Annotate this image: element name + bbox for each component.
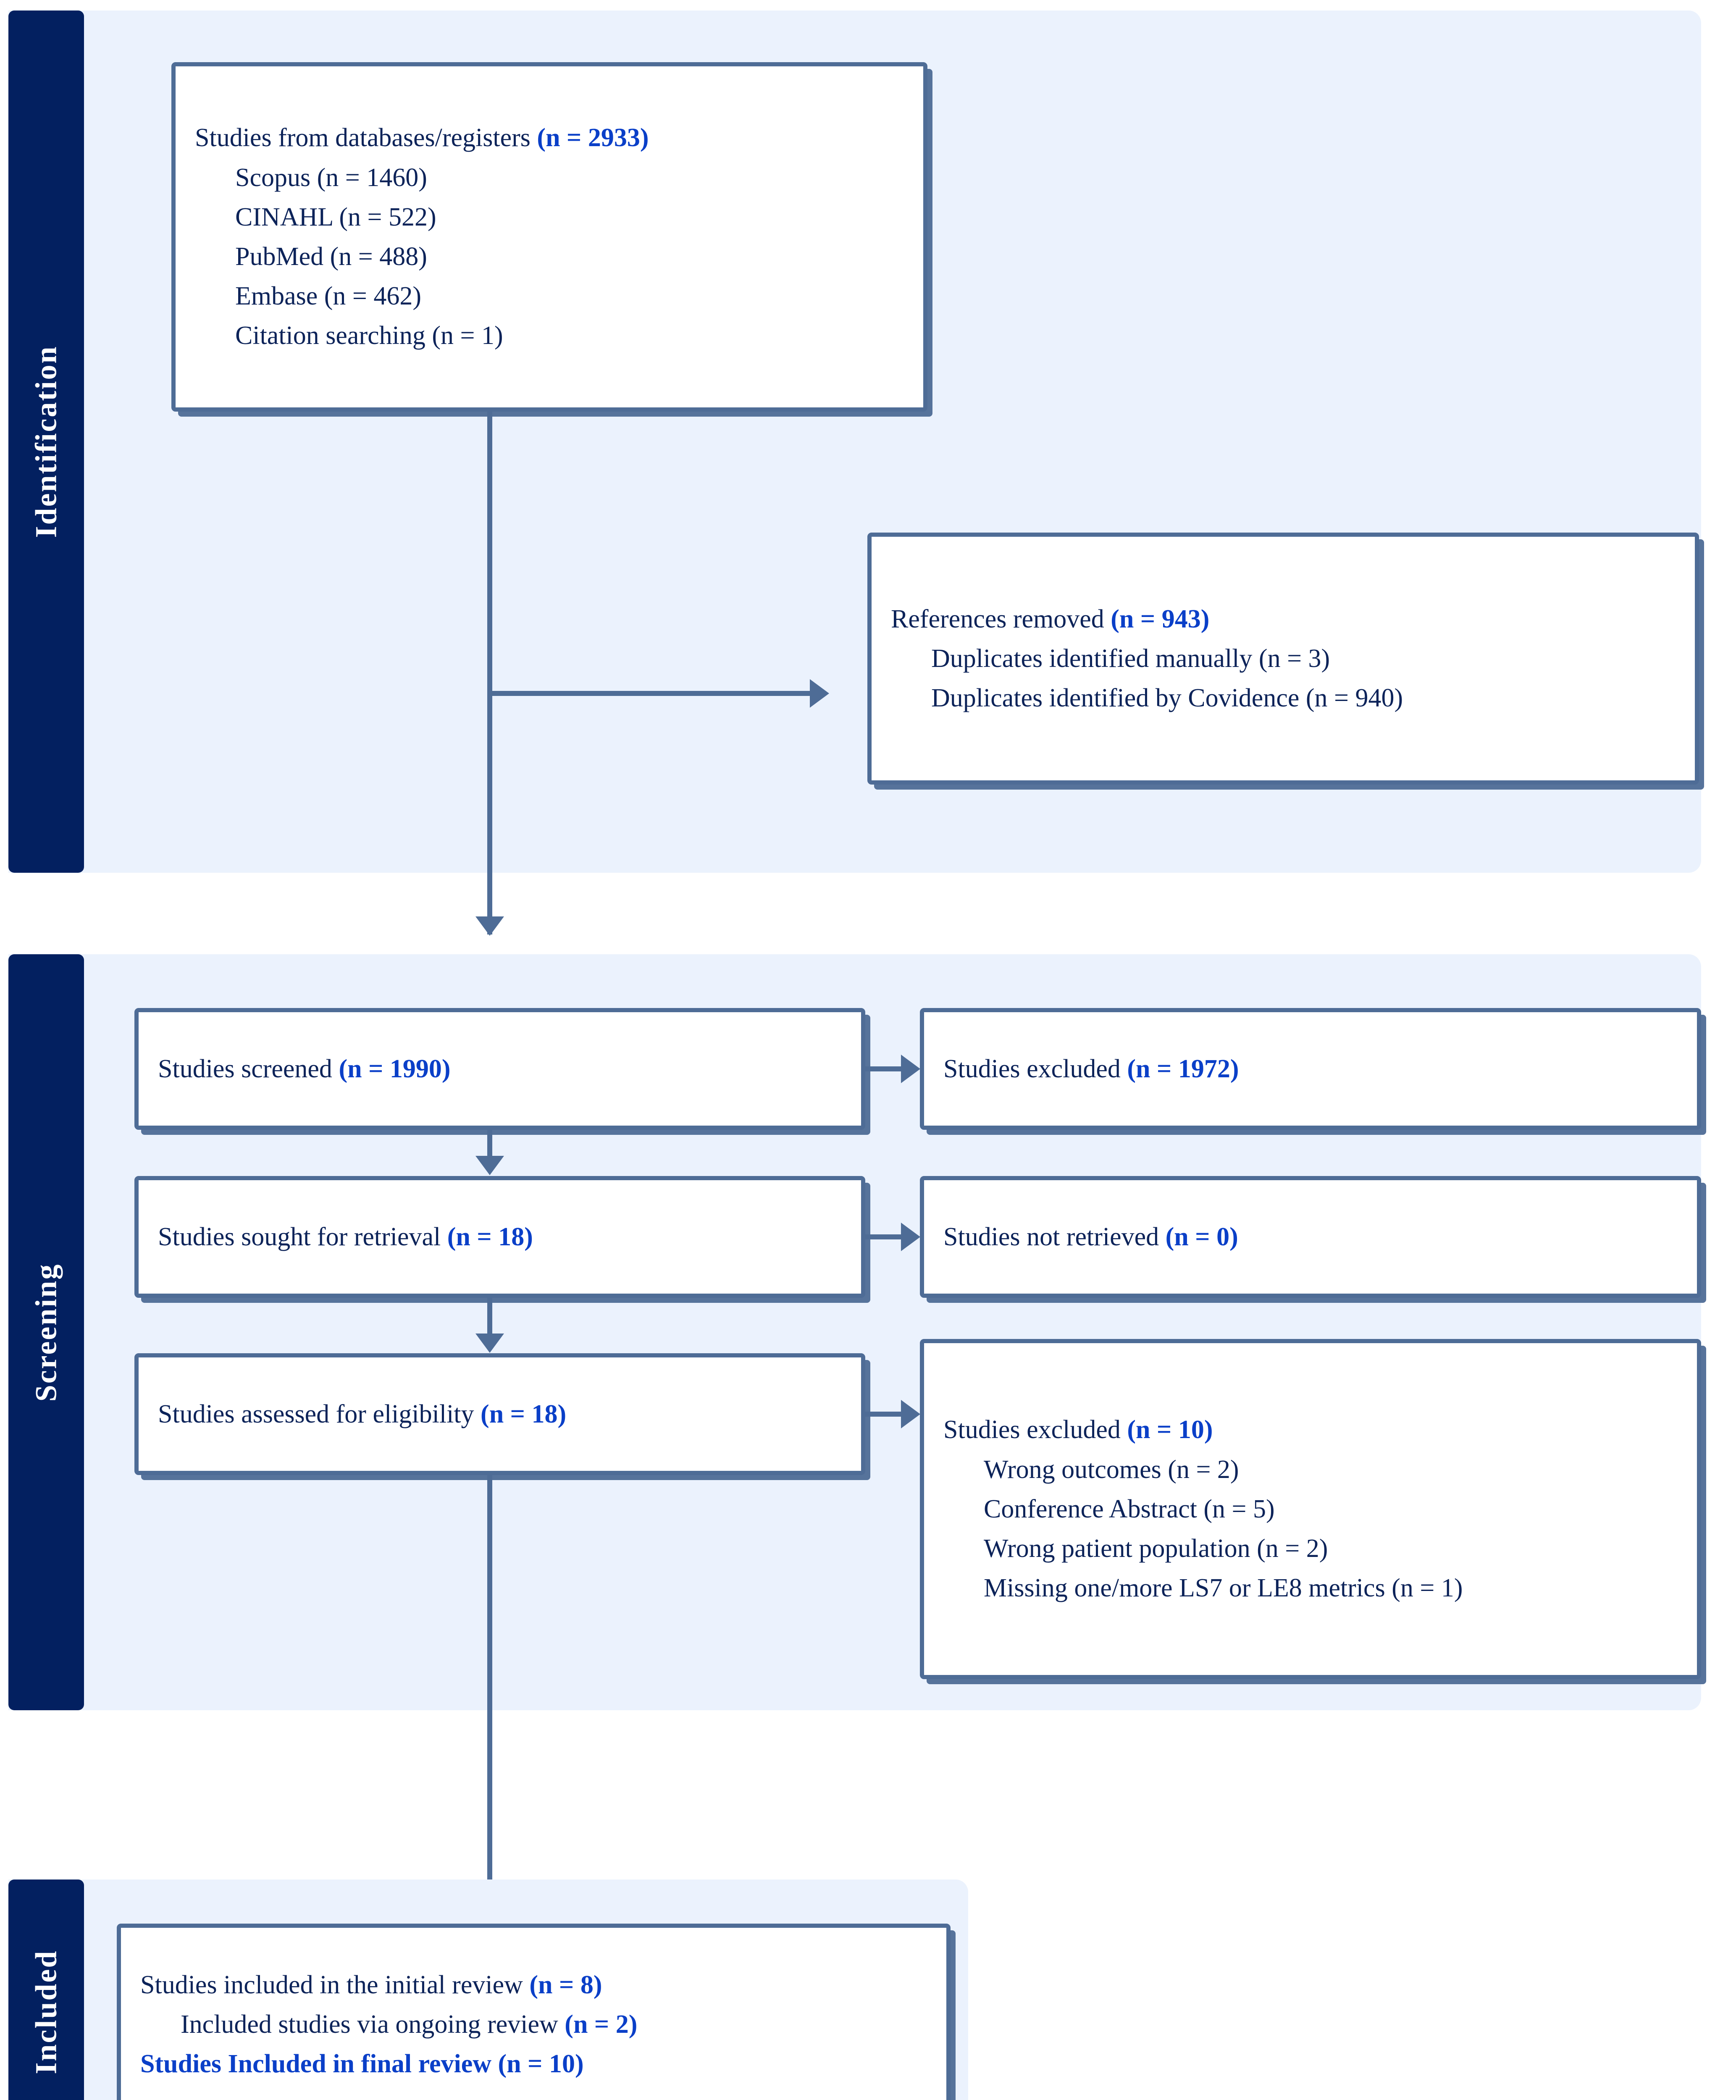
node-databases-title-count: (n = 2933) — [537, 123, 649, 152]
node-references-removed-item-covidence: Duplicates identified by Covidence (n = … — [931, 684, 1403, 713]
connector-assessed-excluded-arrowhead — [901, 1400, 920, 1428]
node-databases-item-embase: Embase (n = 462) — [235, 282, 422, 311]
node-references-removed-title-count: (n = 943) — [1111, 604, 1210, 633]
node-studies-excluded-screening-title: Studies excluded (n = 1972) — [943, 1049, 1678, 1089]
node-studies-excluded-eligibility-count: (n = 10) — [1127, 1415, 1213, 1444]
connector-sought-notretrieved-arrowhead — [901, 1223, 920, 1251]
connector-databases-vertical — [487, 412, 492, 934]
connector-references-removed-horizontal — [487, 691, 811, 696]
node-studies-screened-text: Studies screened — [158, 1054, 339, 1083]
node-studies-excluded-screening-text: Studies excluded — [943, 1054, 1127, 1083]
node-assessed-eligibility: Studies assessed for eligibility (n = 18… — [134, 1353, 865, 1475]
node-references-removed-title: References removed (n = 943) — [891, 599, 1676, 639]
node-studies-excluded-eligibility: Studies excluded (n = 10) Wrong outcomes… — [920, 1339, 1701, 1679]
connector-screened-excluded-arrowhead — [901, 1055, 920, 1083]
node-assessed-eligibility-count: (n = 18) — [481, 1399, 567, 1428]
band-label-identification: Identification — [29, 345, 63, 538]
node-excluded-reason-missing-metrics: Missing one/more LS7 or LE8 metrics (n =… — [984, 1574, 1463, 1603]
connector-screened-excluded-line — [865, 1066, 902, 1071]
node-databases-item-pubmed: PubMed (n = 488) — [235, 242, 427, 271]
node-references-removed-title-text: References removed — [891, 604, 1111, 633]
node-references-removed: References removed (n = 943) Duplicates … — [867, 533, 1699, 785]
connector-screened-sought-arrowhead — [475, 1156, 504, 1175]
node-databases-registers: Studies from databases/registers (n = 29… — [171, 62, 927, 412]
node-sought-retrieval-title: Studies sought for retrieval (n = 18) — [158, 1217, 842, 1257]
node-studies-excluded-screening: Studies excluded (n = 1972) — [920, 1008, 1701, 1130]
node-not-retrieved-count: (n = 0) — [1165, 1222, 1238, 1251]
node-included-initial-count: (n = 8) — [529, 1970, 602, 1999]
connector-sought-notretrieved-line — [865, 1234, 902, 1239]
connector-assessed-excluded-line — [865, 1412, 902, 1417]
node-studies-excluded-screening-count: (n = 1972) — [1127, 1054, 1239, 1083]
node-studies-screened: Studies screened (n = 1990) — [134, 1008, 865, 1130]
connector-databases-arrowhead — [475, 916, 504, 936]
node-not-retrieved: Studies not retrieved (n = 0) — [920, 1176, 1701, 1298]
node-included-line-ongoing: Included studies via ongoing review (n =… — [140, 2005, 927, 2044]
node-excluded-reason-wrong-population: Wrong patient population (n = 2) — [984, 1534, 1328, 1563]
connector-sought-assessed-line — [487, 1298, 492, 1335]
node-sought-retrieval-text: Studies sought for retrieval — [158, 1222, 447, 1251]
node-included-initial-text: Studies included in the initial review — [140, 1970, 530, 1999]
node-databases-title-text: Studies from databases/registers — [195, 123, 537, 152]
node-not-retrieved-title: Studies not retrieved (n = 0) — [943, 1217, 1678, 1257]
node-sought-retrieval: Studies sought for retrieval (n = 18) — [134, 1176, 865, 1298]
connector-screened-sought-line — [487, 1130, 492, 1157]
node-included-ongoing-count: (n = 2) — [565, 2010, 638, 2039]
node-studies-screened-count: (n = 1990) — [339, 1054, 451, 1083]
node-studies-excluded-eligibility-title: Studies excluded (n = 10) — [943, 1410, 1678, 1449]
band-tab-included: Included — [8, 1880, 84, 2100]
node-excluded-reason-wrong-outcomes: Wrong outcomes (n = 2) — [984, 1455, 1239, 1484]
band-tab-identification: Identification — [8, 10, 84, 873]
connector-sought-assessed-arrowhead — [475, 1334, 504, 1353]
node-studies-excluded-eligibility-text: Studies excluded — [943, 1415, 1127, 1444]
band-label-included: Included — [29, 1949, 63, 2074]
band-label-screening: Screening — [29, 1263, 63, 1402]
node-not-retrieved-text: Studies not retrieved — [943, 1222, 1166, 1251]
node-excluded-reason-conference-abstract: Conference Abstract (n = 5) — [984, 1494, 1275, 1523]
node-databases-title: Studies from databases/registers (n = 29… — [195, 118, 904, 158]
node-databases-item-citation: Citation searching (n = 1) — [235, 321, 503, 350]
node-studies-screened-title: Studies screened (n = 1990) — [158, 1049, 842, 1089]
node-databases-item-cinahl: CINAHL (n = 522) — [235, 202, 436, 231]
node-assessed-eligibility-title: Studies assessed for eligibility (n = 18… — [158, 1394, 842, 1434]
node-sought-retrieval-count: (n = 18) — [447, 1222, 533, 1251]
node-included-line-initial: Studies included in the initial review (… — [140, 1965, 927, 2005]
node-references-removed-item-manual: Duplicates identified manually (n = 3) — [931, 644, 1330, 673]
node-included-final: Studies included in the initial review (… — [117, 1924, 951, 2100]
connector-references-removed-arrowhead — [810, 679, 829, 708]
node-databases-item-scopus: Scopus (n = 1460) — [235, 163, 427, 192]
node-assessed-eligibility-text: Studies assessed for eligibility — [158, 1399, 481, 1428]
band-tab-screening: Screening — [8, 954, 84, 1710]
node-included-ongoing-text: Included studies via ongoing review — [181, 2010, 565, 2039]
connector-assessed-included-line — [487, 1475, 492, 1929]
node-included-line-final: Studies Included in final review (n = 10… — [140, 2050, 584, 2079]
